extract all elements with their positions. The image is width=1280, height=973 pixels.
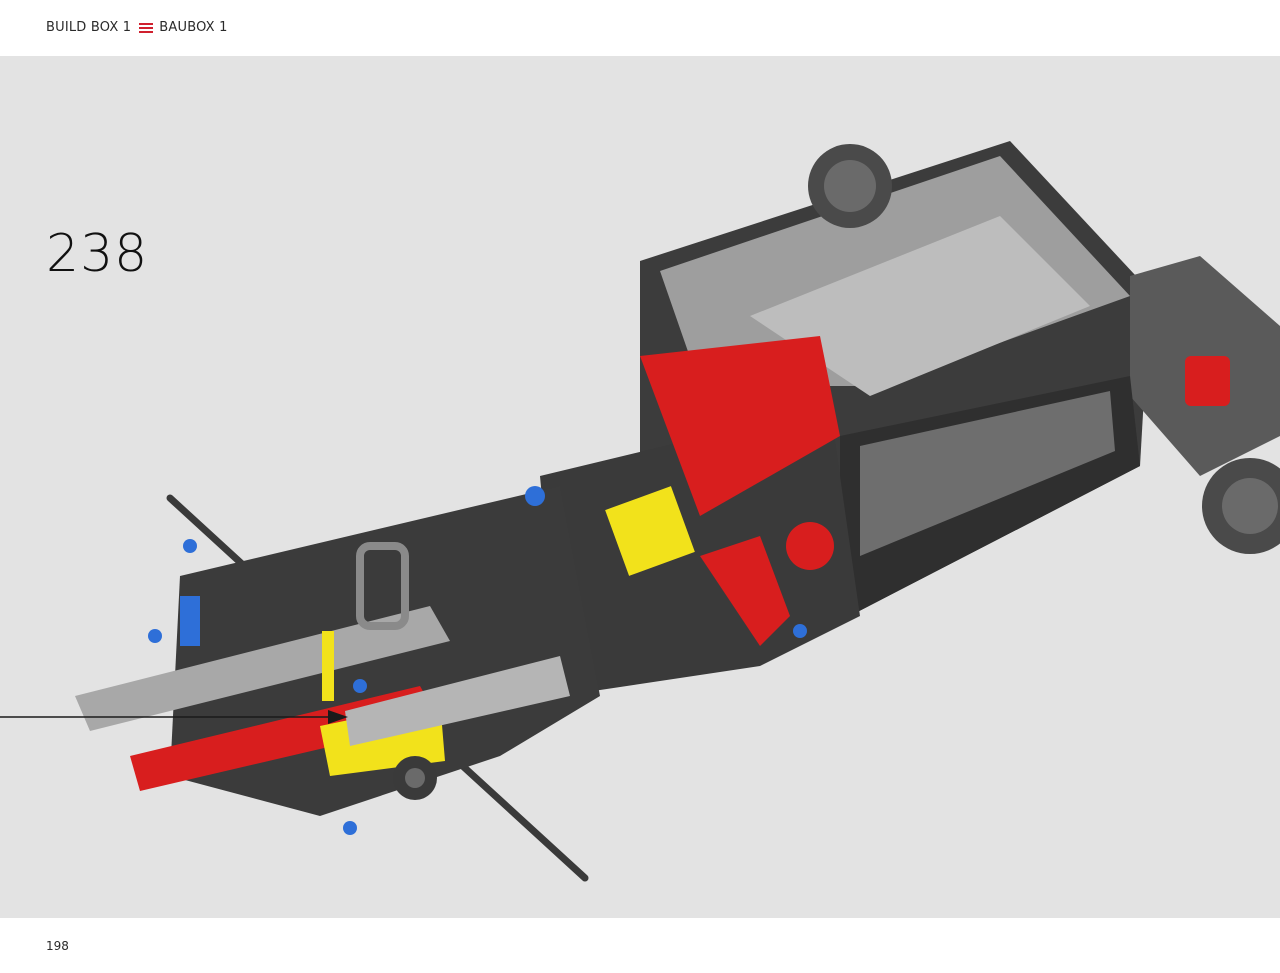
blue-gear-small [525, 486, 545, 506]
shock-absorber [1185, 356, 1230, 406]
baubox-label: BAUBOX 1 [159, 20, 228, 35]
blue-pin-head-3 [343, 821, 357, 835]
instruction-stage: 238 [0, 56, 1280, 918]
yellow-axle [322, 631, 334, 701]
gray-crossbeam [345, 656, 570, 746]
blue-pin-head-4 [353, 679, 367, 693]
yellow-gear-block [605, 486, 695, 576]
breadcrumb: BUILD BOX 1 BAUBOX 1 [46, 20, 228, 35]
steering-frame [356, 542, 409, 630]
red-gear-right [786, 522, 834, 570]
blue-pin-head-1 [183, 539, 197, 553]
menu-lines-icon [139, 22, 154, 33]
blue-pin-rear [180, 596, 200, 646]
page-number: 198 [46, 939, 69, 953]
pinion-gear-center [405, 768, 425, 788]
gearbox-face [860, 391, 1115, 556]
gray-beam-rear [75, 606, 450, 731]
engine-block [750, 216, 1090, 396]
build-box-label: BUILD BOX 1 [46, 20, 132, 35]
page-header: BUILD BOX 1 BAUBOX 1 [0, 0, 1280, 56]
page-footer: 198 [0, 918, 1280, 973]
red-beam-lower [700, 536, 790, 646]
blue-pin-head-2 [148, 629, 162, 643]
arrow-icon [328, 710, 348, 724]
front-hub-right-inner [1222, 478, 1278, 534]
step-number: 238 [46, 224, 149, 284]
blue-pin-head-5 [793, 624, 807, 638]
front-hub-left-inner [824, 160, 876, 212]
red-beam-center [640, 336, 840, 516]
chassis-illustration [0, 141, 1280, 882]
